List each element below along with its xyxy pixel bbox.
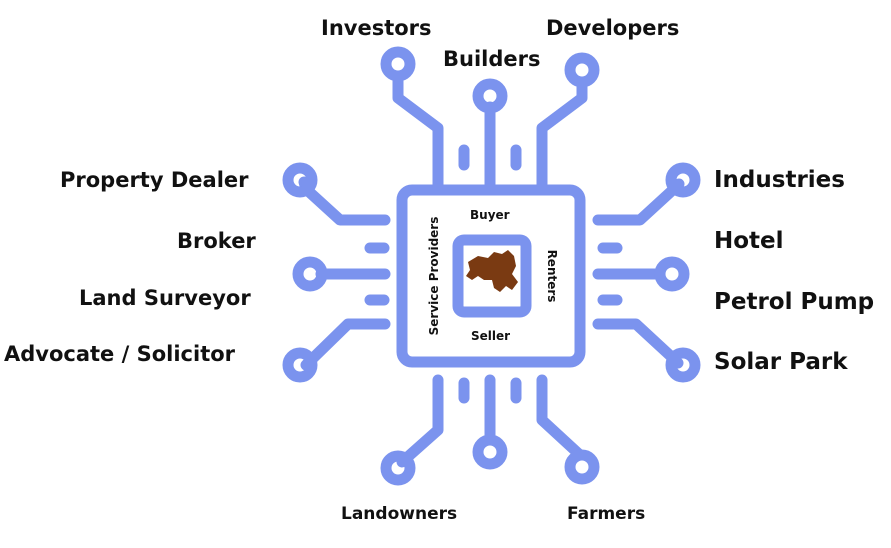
terminal-developers	[564, 52, 600, 88]
terminal-investors	[380, 46, 416, 82]
label-advocate: Advocate / Solicitor	[4, 342, 236, 366]
label-petrol-pump: Petrol Pump	[714, 289, 875, 315]
terminal-farmers	[564, 449, 600, 485]
label-farmers: Farmers	[567, 504, 646, 524]
trace-industries	[592, 178, 685, 226]
label-property-dealer: Property Dealer	[60, 168, 249, 192]
label-developers: Developers	[546, 16, 680, 40]
terminal-property-dealer	[282, 162, 318, 198]
terminal-solar-park	[665, 347, 701, 383]
trace-farmers	[536, 374, 586, 461]
terminal-petrol-pump	[654, 256, 690, 292]
label-land-surveyor: Land Surveyor	[79, 286, 251, 310]
trace-developers	[536, 76, 588, 191]
gujarat-map-icon	[466, 250, 518, 292]
label-builders: Builders	[443, 47, 541, 71]
chip-label-buyer: Buyer	[470, 208, 510, 222]
trace-investors	[392, 70, 444, 191]
trace-landowners	[396, 374, 444, 468]
label-landowners: Landowners	[341, 504, 458, 524]
trace-property-dealer	[298, 176, 391, 226]
trace-solar-park	[592, 318, 684, 369]
chip-label-seller: Seller	[471, 329, 511, 343]
terminal-land-surveyor	[292, 256, 328, 292]
chip-label-renters: Renters	[545, 249, 559, 303]
label-investors: Investors	[321, 16, 432, 40]
terminal-industries	[665, 162, 701, 198]
label-industries: Industries	[714, 167, 845, 193]
label-broker: Broker	[177, 229, 256, 253]
trace-advocate	[300, 318, 391, 371]
label-solar-park: Solar Park	[714, 349, 848, 375]
terminal-advocate	[282, 347, 318, 383]
chip-label-service-providers: Service Providers	[427, 216, 441, 336]
terminal-bottom-center	[472, 434, 508, 470]
terminal-landowners	[380, 450, 416, 486]
terminal-builders	[472, 78, 508, 114]
label-hotel: Hotel	[714, 228, 784, 254]
chip-inner-square	[452, 234, 532, 318]
